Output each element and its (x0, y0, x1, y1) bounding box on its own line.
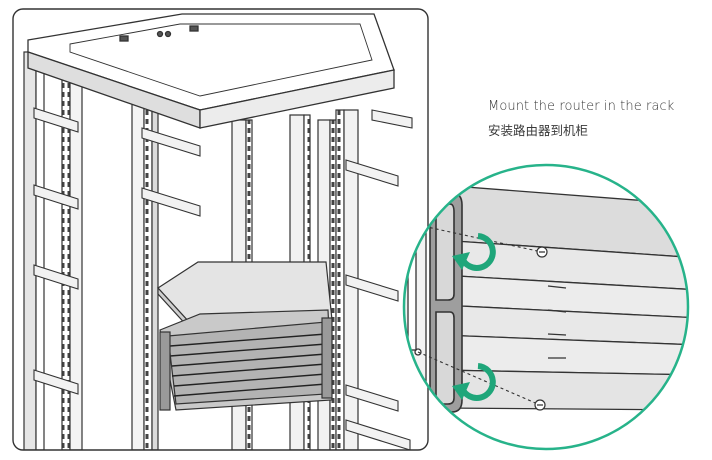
detail-mounting-ear (429, 192, 463, 413)
caption-chinese: 安装路由器到机柜 (488, 123, 589, 138)
mounting-detail-callout (402, 163, 690, 451)
left-brackets (33, 107, 201, 395)
rack-illustration (13, 9, 428, 450)
router-chassis (157, 261, 333, 411)
callout-ring (402, 163, 690, 451)
screw-guide-lines (417, 224, 543, 406)
rack-top-cover (27, 13, 395, 129)
center-front-post (131, 54, 159, 450)
screw-icon (534, 246, 548, 411)
detail-chassis-slots (439, 184, 688, 411)
clockwise-rotate-icon (452, 233, 496, 401)
caption-english: Mount the router in the rack (488, 99, 675, 114)
right-brackets (345, 109, 413, 450)
